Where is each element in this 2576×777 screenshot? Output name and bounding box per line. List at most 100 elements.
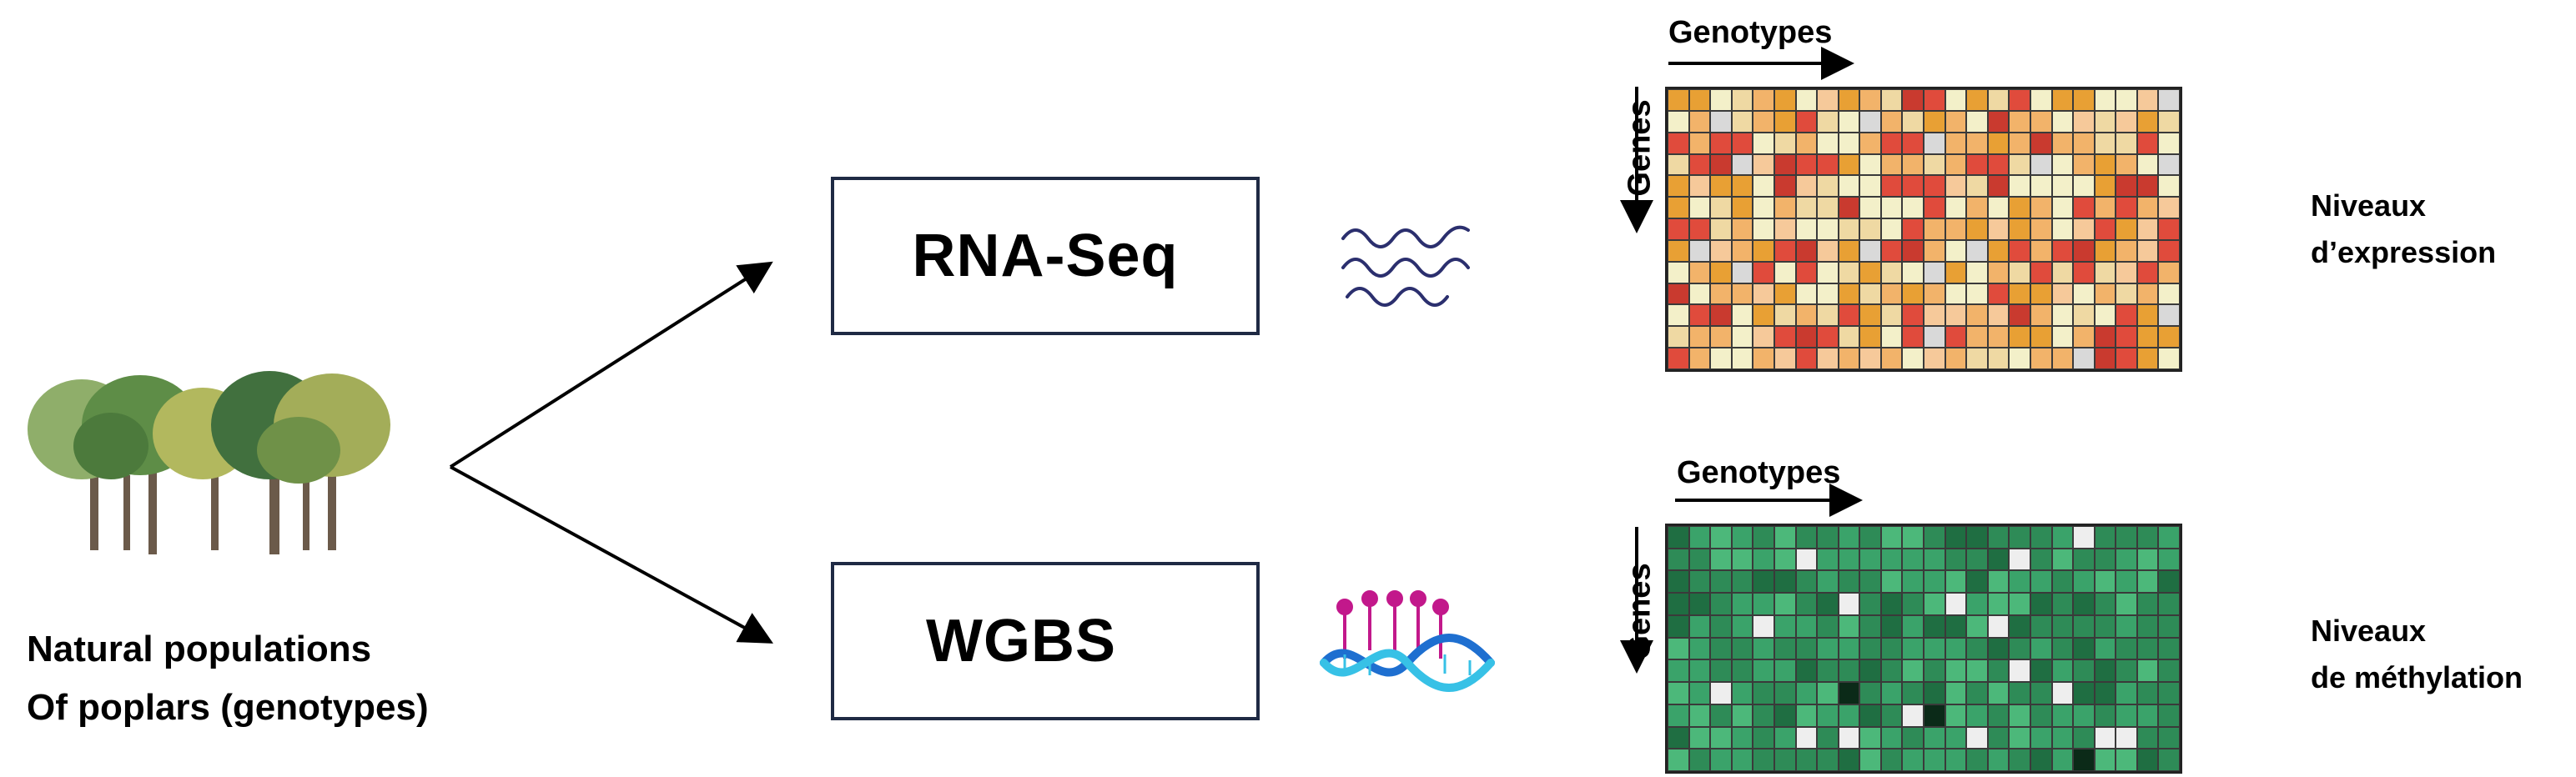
heatmap-cell [1902, 682, 1924, 704]
heatmap-cell [2073, 526, 2095, 549]
heatmap-cell [1987, 348, 2010, 369]
heatmap-cell [1753, 110, 1774, 133]
heatmap-cell [1817, 749, 1839, 771]
heatmap-cell [2158, 239, 2180, 262]
trees-label-line1: Natural populations [27, 629, 372, 669]
heatmap-cell [1902, 132, 1924, 154]
heatmap-cell [1795, 197, 1818, 219]
heatmap-cell [1688, 614, 1711, 638]
heatmap-cell [2094, 637, 2116, 660]
heatmap-cell [1731, 261, 1753, 283]
heatmap-cell [1902, 239, 1924, 262]
heatmap-cell [2116, 132, 2137, 154]
heatmap-cell [1753, 132, 1774, 154]
heatmap-cell [2030, 89, 2052, 111]
heatmap-cell [1880, 153, 1903, 176]
heatmap-cell [1880, 726, 1903, 749]
heatmap-cell [1987, 526, 2010, 549]
heatmap-cell [1688, 704, 1711, 727]
heatmap-cell [1902, 637, 1924, 660]
heatmap-cell [2116, 682, 2137, 704]
heatmap-cell [2073, 89, 2095, 111]
heatmap-cell [2009, 283, 2030, 305]
heatmap-cell [1731, 637, 1753, 660]
heatmap-cell [1817, 283, 1839, 305]
heatmap-cell [1838, 89, 1860, 111]
heatmap-cell [1731, 132, 1753, 154]
heatmap-cell [1966, 526, 1988, 549]
heatmap-cell [2073, 614, 2095, 638]
heatmap-cell [1688, 89, 1711, 111]
heatmap-cell [1838, 197, 1860, 219]
heatmap-cell [1966, 89, 1988, 111]
heatmap-cell [1688, 326, 1711, 348]
heatmap-cell [1688, 726, 1711, 749]
heatmap-cell [1902, 526, 1924, 549]
heatmap-cell [2116, 593, 2137, 615]
heatmap-cell [1817, 261, 1839, 283]
heatmap-cell [1795, 726, 1818, 749]
heatmap-cell [2116, 110, 2137, 133]
heatmap-cell [1880, 197, 1903, 219]
heatmap-cell [1924, 526, 1945, 549]
heatmap-cell [2051, 614, 2074, 638]
heatmap-cell [1668, 239, 1689, 262]
heatmap-cell [1838, 132, 1860, 154]
heatmap-cell [2051, 261, 2074, 283]
heatmap-cell [1668, 570, 1689, 594]
expression-genes-label: Genes [1622, 99, 1658, 197]
heatmap-cell [1902, 659, 1924, 683]
heatmap-cell [2009, 153, 2030, 176]
heatmap-cell [1859, 726, 1881, 749]
heatmap-cell [1924, 110, 1945, 133]
heatmap-cell [1924, 132, 1945, 154]
heatmap-cell [1668, 89, 1689, 111]
heatmap-cell [1774, 132, 1796, 154]
heatmap-cell [1731, 110, 1753, 133]
heatmap-cell [1753, 593, 1774, 615]
heatmap-cell [1966, 218, 1988, 240]
heatmap-cell [2094, 175, 2116, 198]
heatmap-cell [1668, 348, 1689, 369]
heatmap-cell [1774, 175, 1796, 198]
heatmap-cell [1987, 218, 2010, 240]
heatmap-cell [2094, 749, 2116, 771]
heatmap-cell [1945, 239, 1967, 262]
heatmap-cell [2009, 659, 2030, 683]
heatmap-cell [1945, 614, 1967, 638]
heatmap-cell [2073, 283, 2095, 305]
heatmap-cell [2116, 570, 2137, 594]
heatmap-cell [1688, 110, 1711, 133]
heatmap-cell [1774, 726, 1796, 749]
heatmap-cell [2051, 704, 2074, 727]
heatmap-cell [1924, 304, 1945, 327]
heatmap-cell [1945, 526, 1967, 549]
heatmap-cell [2051, 153, 2074, 176]
heatmap-cell [1710, 283, 1732, 305]
heatmap-cell [1774, 197, 1796, 219]
heatmap-cell [1924, 261, 1945, 283]
heatmap-cell [2136, 218, 2159, 240]
heatmap-cell [1774, 239, 1796, 262]
heatmap-cell [1945, 110, 1967, 133]
heatmap-cell [1817, 153, 1839, 176]
heatmap-cell [1795, 110, 1818, 133]
heatmap-cell [1710, 659, 1732, 683]
heatmap-cell [1817, 526, 1839, 549]
heatmap-cell [1753, 570, 1774, 594]
heatmap-cell [2116, 153, 2137, 176]
heatmap-cell [1859, 749, 1881, 771]
heatmap-cell [2073, 659, 2095, 683]
wgbs-box: WGBS [831, 562, 1260, 720]
heatmap-cell [1688, 659, 1711, 683]
heatmap-cell [2116, 614, 2137, 638]
heatmap-cell [1710, 570, 1732, 594]
heatmap-cell [1731, 348, 1753, 369]
heatmap-cell [2030, 726, 2052, 749]
heatmap-cell [1753, 218, 1774, 240]
heatmap-cell [1817, 132, 1839, 154]
heatmap-cell [1668, 749, 1689, 771]
heatmap-cell [2030, 548, 2052, 571]
heatmap-cell [1987, 175, 2010, 198]
